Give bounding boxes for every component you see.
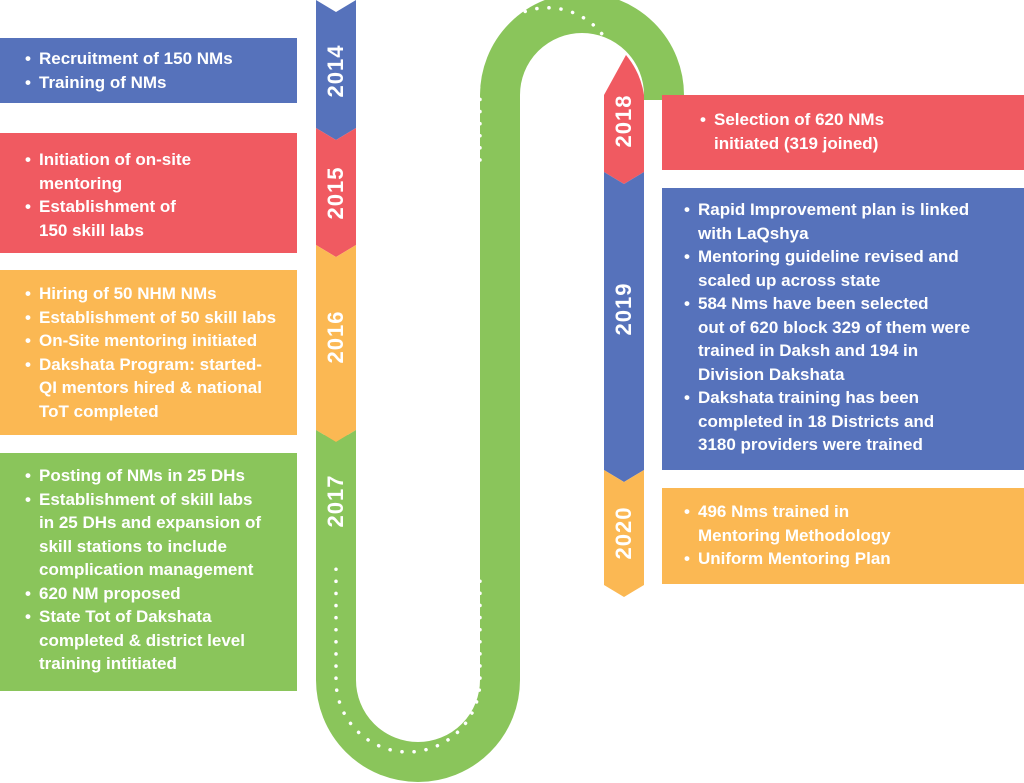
milestone-box-2016: Hiring of 50 NHM NMs Establishment of 50… (0, 270, 297, 435)
milestone-item: Rapid Improvement plan is linked with La… (684, 198, 1024, 245)
milestone-item: Recruitment of 150 NMs (25, 47, 297, 71)
milestone-box-2020: 496 Nms trained in Mentoring Methodology… (662, 488, 1024, 584)
milestone-item: Uniform Mentoring Plan (684, 547, 1024, 571)
milestone-box-2019: Rapid Improvement plan is linked with La… (662, 188, 1024, 470)
milestone-item: Initiation of on-site mentoring (25, 148, 297, 195)
milestone-item: Mentoring guideline revised and scaled u… (684, 245, 1024, 292)
year-label-2018: 2018 (611, 94, 636, 148)
milestone-box-2017: Posting of NMs in 25 DHs Establishment o… (0, 453, 297, 691)
arrow-2018 (604, 150, 644, 184)
road-curve-green (316, 0, 684, 782)
milestone-item: Dakshata Program: started- QI mentors hi… (25, 353, 297, 424)
milestone-item: Dakshata training has been completed in … (684, 386, 1024, 457)
year-label-2020: 2020 (611, 506, 636, 560)
road-dots (334, 6, 617, 754)
milestone-box-2015: Initiation of on-site mentoring Establis… (0, 133, 297, 253)
arrow-2019 (604, 172, 644, 482)
milestone-item: State Tot of Dakshata completed & distri… (25, 605, 297, 676)
milestone-item: Posting of NMs in 25 DHs (25, 464, 297, 488)
milestone-box-2018: Selection of 620 NMs initiated (319 join… (662, 95, 1024, 170)
milestone-item: Establishment of 150 skill labs (25, 195, 297, 242)
arrow-2016 (316, 245, 356, 442)
year-label-2016: 2016 (323, 310, 348, 364)
milestone-item: Establishment of 50 skill labs (25, 306, 297, 330)
milestone-item: Selection of 620 NMs initiated (319 join… (700, 108, 1024, 155)
milestone-item: Establishment of skill labs in 25 DHs an… (25, 488, 297, 582)
year-label-2014: 2014 (323, 44, 348, 98)
road-curve-red (604, 55, 644, 165)
year-label-2017: 2017 (323, 474, 348, 528)
year-label-2019: 2019 (611, 282, 636, 336)
arrow-2017 (316, 430, 356, 560)
arrow-2015 (316, 128, 356, 257)
arrow-2020 (604, 470, 644, 597)
milestone-item: 584 Nms have been selected out of 620 bl… (684, 292, 1024, 386)
milestone-item: Training of NMs (25, 71, 297, 95)
milestone-item: 620 NM proposed (25, 582, 297, 606)
milestone-item: Hiring of 50 NHM NMs (25, 282, 297, 306)
milestone-box-2014: Recruitment of 150 NMs Training of NMs (0, 38, 297, 103)
arrow-2014 (316, 0, 356, 140)
milestone-item: 496 Nms trained in Mentoring Methodology (684, 500, 1024, 547)
milestone-item: On-Site mentoring initiated (25, 329, 297, 353)
year-label-2015: 2015 (323, 166, 348, 220)
